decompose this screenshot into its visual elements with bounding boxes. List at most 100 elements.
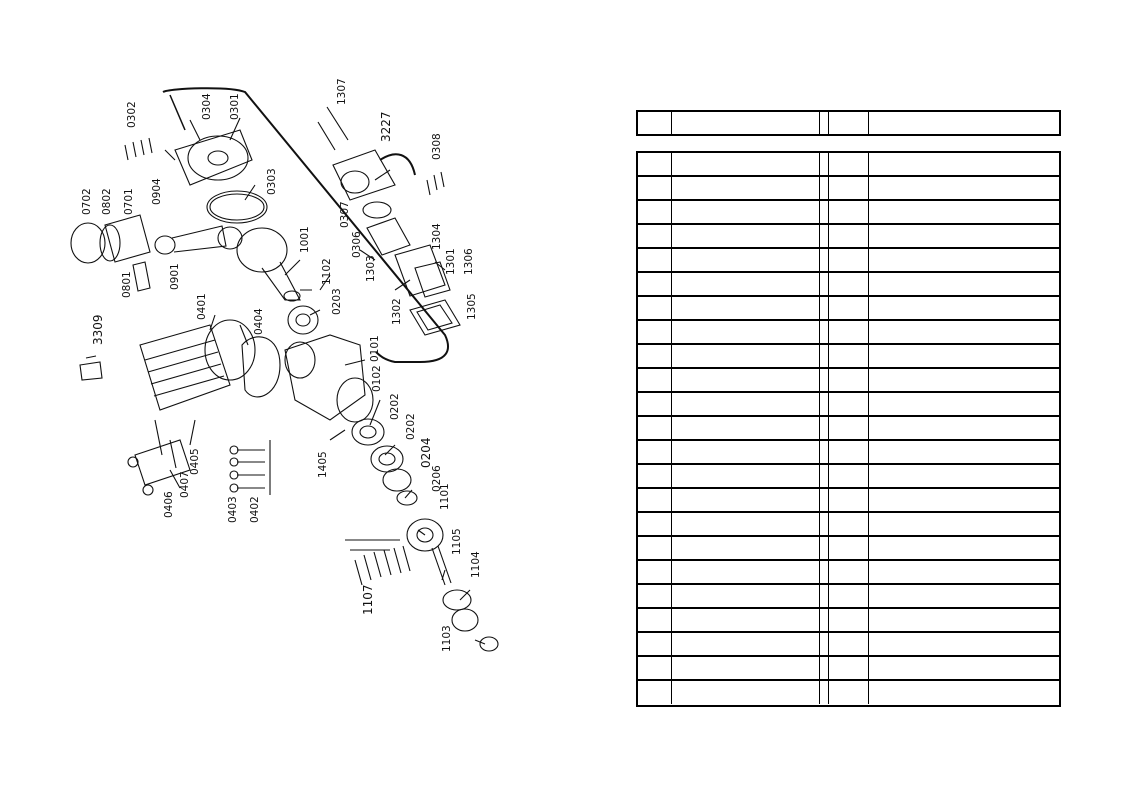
table-cell xyxy=(868,153,1059,176)
table-row xyxy=(638,537,1059,561)
table-row xyxy=(638,345,1059,369)
label-1101: 1101 xyxy=(439,483,451,510)
table-cell xyxy=(868,249,1059,272)
table-cell xyxy=(670,633,820,656)
table-cell xyxy=(827,537,870,560)
table-row xyxy=(638,225,1059,249)
table-row xyxy=(638,681,1059,705)
table-cell xyxy=(670,393,820,416)
table-cell xyxy=(670,585,820,608)
table-cell xyxy=(827,609,870,632)
table-row xyxy=(638,441,1059,465)
label-0202b: 0202 xyxy=(405,413,417,440)
label-1302: 1302 xyxy=(391,298,403,325)
table-cell xyxy=(638,321,672,344)
table-row xyxy=(638,465,1059,489)
label-0304: 0304 xyxy=(201,93,213,120)
table-cell xyxy=(868,345,1059,368)
table-cell xyxy=(638,633,672,656)
reed-block-part xyxy=(394,244,446,297)
table-cell xyxy=(827,249,870,272)
gasket-part xyxy=(241,336,281,398)
table-cell xyxy=(638,681,672,704)
label-0801: 0801 xyxy=(121,271,133,298)
reed-plate-part xyxy=(409,299,461,336)
table-cell xyxy=(827,513,870,536)
label-1305: 1305 xyxy=(466,293,478,320)
table-cell xyxy=(638,537,672,560)
table-cell xyxy=(827,465,870,488)
table-cell xyxy=(670,369,820,392)
table-cell xyxy=(670,441,820,464)
table-cell xyxy=(670,177,820,200)
label-3227: 3227 xyxy=(379,111,393,142)
table-cell xyxy=(670,609,820,632)
table-row xyxy=(638,201,1059,225)
prop-bolts-part xyxy=(345,539,411,586)
crankcase-part xyxy=(284,334,374,423)
table-cell xyxy=(827,657,870,680)
table-cell xyxy=(868,273,1059,296)
exploded-engine-diagram: 0302 0304 0301 1307 3227 0308 0702 0802 … xyxy=(70,78,499,652)
table-row xyxy=(638,297,1059,321)
table-cell xyxy=(638,177,672,200)
header-cell xyxy=(827,112,870,134)
label-1107: 1107 xyxy=(361,584,375,615)
label-0204: 0204 xyxy=(419,437,433,468)
table-cell xyxy=(827,201,870,224)
cylinder-bolts-part xyxy=(229,440,271,495)
cylinder-part xyxy=(139,319,256,411)
table-row xyxy=(638,153,1059,177)
table-row xyxy=(638,177,1059,201)
table-cell xyxy=(868,585,1059,608)
table-cell xyxy=(670,321,820,344)
label-0302: 0302 xyxy=(126,101,138,128)
label-0406: 0406 xyxy=(163,491,175,518)
table-cell xyxy=(638,273,672,296)
table-row xyxy=(638,489,1059,513)
table-cell xyxy=(638,345,672,368)
table-cell xyxy=(827,369,870,392)
label-0405: 0405 xyxy=(189,448,201,475)
table-cell xyxy=(638,153,672,176)
table-cell xyxy=(638,657,672,680)
backplate-part xyxy=(174,129,253,186)
table-cell xyxy=(827,177,870,200)
table-cell xyxy=(670,153,820,176)
table-cell xyxy=(670,201,820,224)
table-cell xyxy=(638,369,672,392)
carb-gasket-part xyxy=(362,201,392,219)
table-cell xyxy=(670,657,820,680)
label-0403: 0403 xyxy=(227,496,239,523)
table-cell xyxy=(638,225,672,248)
table-cell xyxy=(868,489,1059,512)
label-3309: 3309 xyxy=(91,314,105,345)
label-0307: 0307 xyxy=(339,201,351,228)
table-cell xyxy=(827,393,870,416)
table-cell xyxy=(827,417,870,440)
table-cell xyxy=(670,561,820,584)
table-cell xyxy=(868,681,1059,704)
table-cell xyxy=(868,201,1059,224)
intake-manifold-part xyxy=(366,217,411,256)
label-1104: 1104 xyxy=(470,551,482,578)
label-1303: 1303 xyxy=(365,255,377,282)
carburetor-part xyxy=(332,149,416,201)
table-cell xyxy=(868,609,1059,632)
front-bearing2-part xyxy=(370,445,404,473)
table-cell xyxy=(670,417,820,440)
table-row xyxy=(638,585,1059,609)
carb-screws-part xyxy=(317,106,349,151)
table-cell xyxy=(638,513,672,536)
label-0203: 0203 xyxy=(331,288,343,315)
drive-washer-part xyxy=(406,518,444,552)
label-0802: 0802 xyxy=(101,188,113,215)
table-cell xyxy=(827,273,870,296)
label-1301: 1301 xyxy=(445,248,457,275)
table-cell xyxy=(638,201,672,224)
oring-part xyxy=(206,190,268,224)
label-0407: 0407 xyxy=(179,471,191,498)
parts-table-body xyxy=(636,151,1061,707)
table-cell xyxy=(638,441,672,464)
table-row xyxy=(638,513,1059,537)
